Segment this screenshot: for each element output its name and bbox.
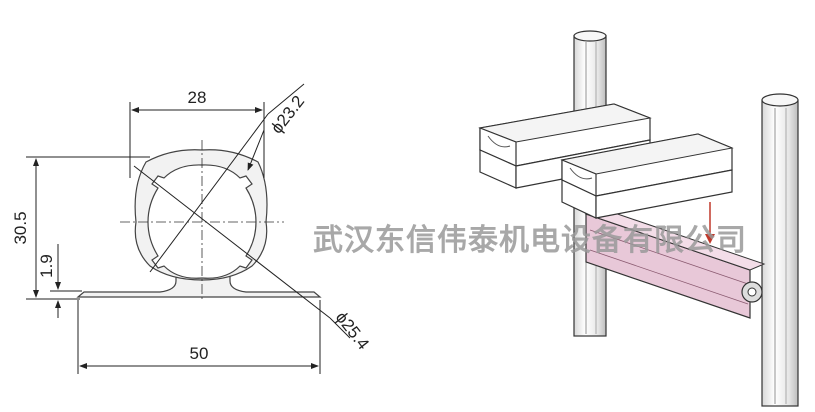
assembly-illustration — [478, 30, 799, 407]
pink-rail-profile — [584, 207, 766, 319]
dim-total-height-label: 30.5 — [11, 211, 30, 244]
dim-flange-thickness-label: 1.9 — [37, 254, 56, 278]
dia-23-2-arrow — [247, 129, 265, 171]
dia-25-4-leader-tail — [329, 317, 351, 339]
dim-inner-diameter-label: ϕ23.2 — [267, 92, 308, 137]
dia-23-2-leader-inner — [149, 113, 269, 273]
dim-base-width-label: 50 — [190, 344, 209, 363]
dim-outer-diameter-label: ϕ25.4 — [332, 308, 373, 353]
right-vertical-pipe — [761, 93, 799, 407]
profile-cross-section: 28 30.5 1.9 50 ϕ23.2 ϕ25.4 — [11, 83, 373, 374]
dia-23-2-leader-tail — [267, 83, 305, 115]
company-watermark: 武汉东信伟泰机电设备有限公司 — [313, 223, 747, 258]
insert-direction-arrow — [705, 202, 715, 244]
dim-top-width-label: 28 — [188, 88, 207, 107]
front-storage-bin — [560, 133, 734, 219]
dia-25-4-leader — [133, 165, 331, 319]
